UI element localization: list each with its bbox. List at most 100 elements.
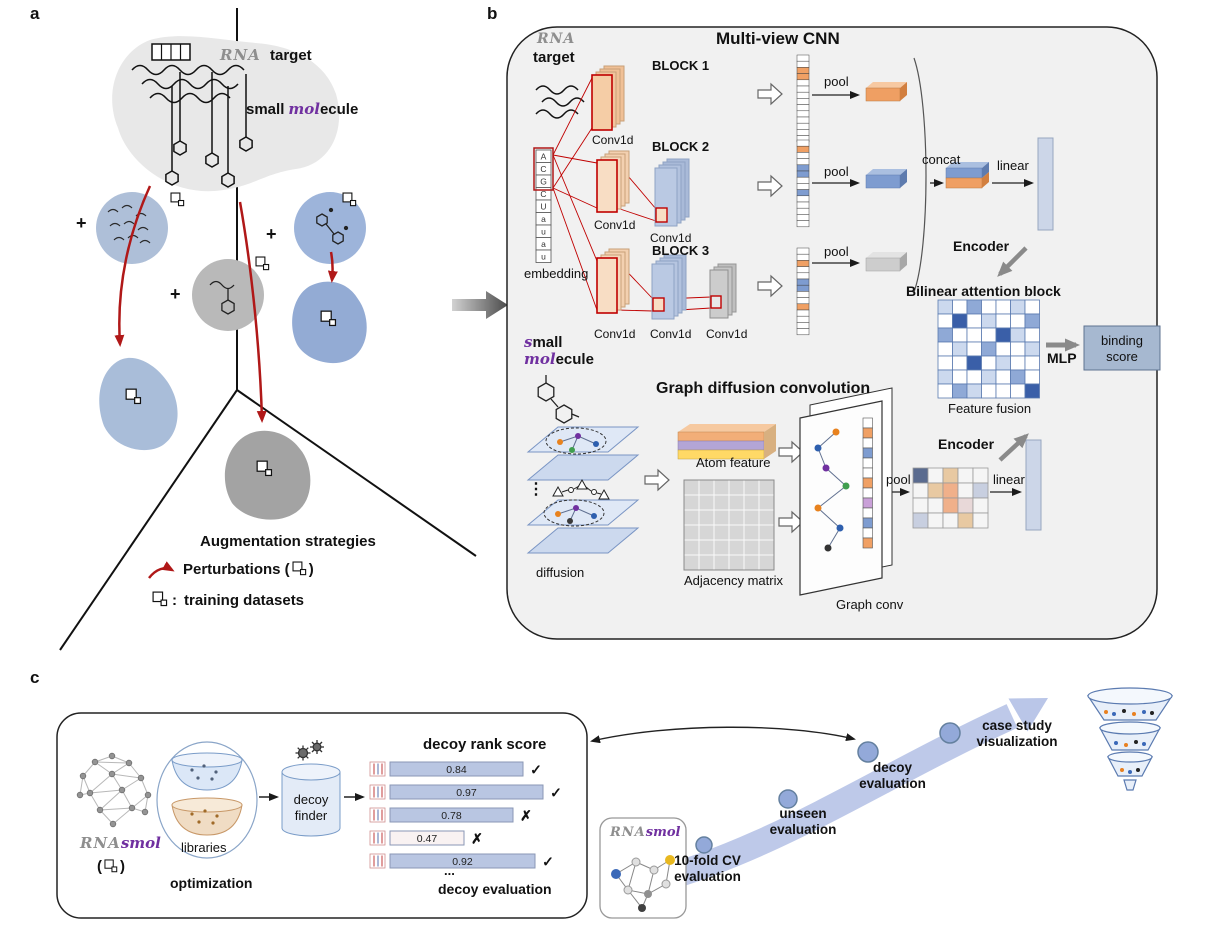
pool-cell <box>912 467 929 484</box>
linear-label: linear <box>993 472 1025 487</box>
feature-cell <box>796 247 810 255</box>
adjacency-cell <box>728 539 745 556</box>
attention-cell <box>966 299 982 315</box>
attention-cell <box>1024 327 1040 343</box>
adjacency-cell <box>728 494 745 511</box>
rna-word: RNA <box>220 46 261 64</box>
adjacency-cell <box>713 494 730 511</box>
node-feature-cell <box>862 487 873 499</box>
encoder-label: Encoder <box>938 436 995 452</box>
feature-cell <box>796 104 810 112</box>
attention-cell <box>1024 355 1040 371</box>
adjacency-cell <box>758 494 775 511</box>
pooled-bar-gray <box>865 252 907 272</box>
conv1d-label: Conv1d <box>594 327 636 341</box>
pooled-bar-orange <box>865 82 907 102</box>
pool-cell <box>912 482 929 499</box>
rna-target-cloud <box>112 36 340 192</box>
attention-cell <box>937 383 953 399</box>
feature-cell <box>796 91 810 99</box>
attention-cell <box>966 327 982 343</box>
adjacency-cell <box>683 509 700 526</box>
adjacency-cell <box>728 509 745 526</box>
feature-cell <box>796 297 810 305</box>
adjacency-cell <box>743 494 760 511</box>
attention-cell <box>952 383 968 399</box>
decoy-score-value: 0.47 <box>417 833 438 845</box>
small-s: s <box>524 333 533 351</box>
feature-cell <box>796 284 810 292</box>
conv-stack-block2a <box>596 150 630 213</box>
attention-cell <box>952 369 968 385</box>
conv-stack-block3c <box>709 263 737 319</box>
target-word: target <box>533 49 575 66</box>
feature-cell <box>796 85 810 93</box>
node-feature-cell <box>862 447 873 459</box>
attention-cell <box>1010 327 1026 343</box>
conv-stack-block2b <box>654 158 690 227</box>
adjacency-cell <box>728 479 745 496</box>
feature-cell <box>796 201 810 209</box>
small-molecule-drawing <box>537 375 580 424</box>
rnasmol-model-box <box>599 817 687 919</box>
feature-cell <box>796 145 810 153</box>
thin-arrows <box>812 91 1034 496</box>
attention-cell <box>1024 383 1040 399</box>
adjacency-cell <box>758 509 775 526</box>
adjacency-cell <box>683 539 700 556</box>
adjacency-cell <box>713 509 730 526</box>
feature-cell <box>796 322 810 329</box>
binding-score-box <box>1083 325 1161 371</box>
smol-word: smol <box>645 825 681 840</box>
diffusion-planes-1 <box>526 426 640 481</box>
adjacency-cell <box>698 479 715 496</box>
grouping-brace <box>913 57 927 293</box>
attention-cell <box>981 369 997 385</box>
milestone-label-10fold: 10-fold CV evaluation <box>674 853 741 885</box>
attention-cell <box>937 299 953 315</box>
node-feature-cell <box>862 417 873 429</box>
conv1d-label: Conv1d <box>650 231 692 245</box>
feature-cell <box>796 272 810 280</box>
attention-cell <box>952 355 968 371</box>
attention-cell <box>952 313 968 329</box>
feature-cell <box>796 158 810 166</box>
plus-sign: + <box>266 224 277 244</box>
linear-label: linear <box>997 158 1029 173</box>
node-feature-cell <box>862 477 873 489</box>
smol-word: smol <box>120 834 161 852</box>
feature-cell <box>796 253 810 261</box>
plus-sign: + <box>76 213 87 233</box>
milestone-10fold <box>695 836 713 854</box>
feature-cell <box>796 152 810 159</box>
feature-cell <box>796 260 810 267</box>
feature-cell <box>796 278 810 286</box>
node-feature-cell <box>862 517 873 529</box>
adjacency-cell <box>698 524 715 541</box>
decoy-score-value: 0.92 <box>452 856 473 868</box>
adjacency-cell <box>713 479 730 496</box>
attention-cell <box>995 355 1011 371</box>
library-bowl-top <box>171 752 243 791</box>
perturbed-dataset-caption: () <box>97 858 125 875</box>
feature-cell <box>796 207 810 215</box>
attention-cell <box>1024 369 1040 385</box>
decoy-rank-score-title: decoy rank score <box>423 736 547 753</box>
small-word: small <box>246 101 285 118</box>
embedding-label: embedding <box>524 266 589 281</box>
node-feature-cell <box>862 497 873 509</box>
cross-mark: ✗ <box>471 831 483 847</box>
adjacency-cell <box>698 509 715 526</box>
pool-cell <box>942 482 959 499</box>
rna-sequence-drawing <box>535 85 585 119</box>
rna-structure-drawing <box>131 64 253 188</box>
legend-training: :training datasets <box>150 591 304 610</box>
small-rest: mall <box>532 334 563 351</box>
feature-cell <box>796 67 810 74</box>
feature-cell <box>796 116 810 124</box>
attention-cell <box>1010 341 1026 357</box>
adjacency-cell <box>683 524 700 541</box>
feature-cell <box>796 170 810 178</box>
feature-cell <box>796 98 810 105</box>
